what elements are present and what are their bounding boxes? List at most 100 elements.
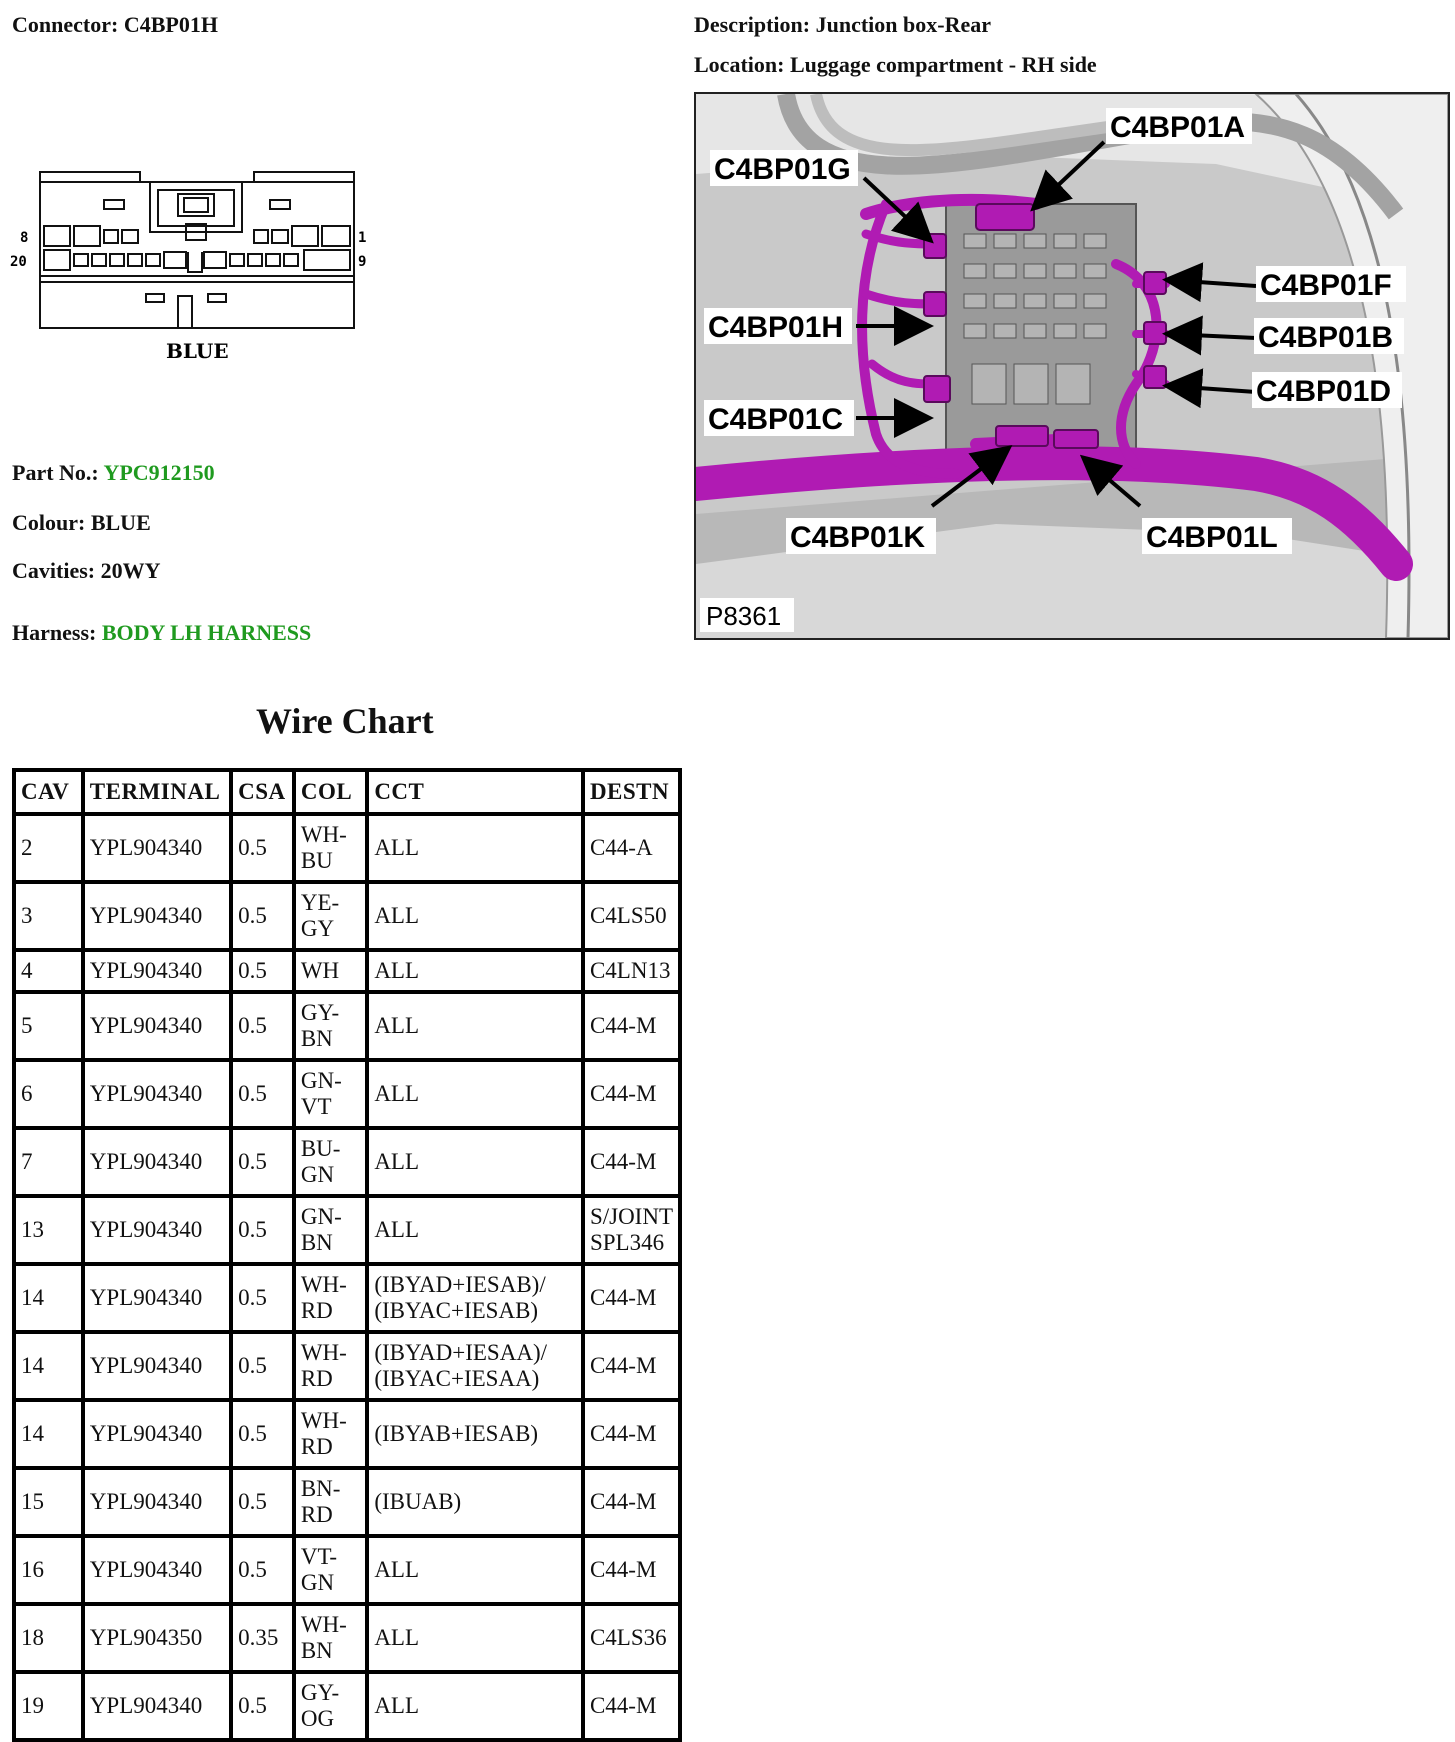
cell-terminal: YPL904340 <box>80 1670 234 1742</box>
harness-label: Harness: <box>12 620 97 645</box>
cavities-line: Cavities: 20WY <box>12 558 160 584</box>
cell-terminal: YPL904340 <box>80 1534 234 1606</box>
description-line: Description: Junction box-Rear <box>694 12 991 38</box>
cell-destn: C44-M <box>580 1670 683 1742</box>
location-value: Luggage compartment - RH side <box>789 52 1097 77</box>
pin-number-20: 20 <box>10 254 27 270</box>
cell-cct: ALL <box>365 1194 585 1266</box>
cavities-label: Cavities: <box>12 558 96 583</box>
location-label: Location: <box>694 52 785 77</box>
cell-cct: ALL <box>365 1602 585 1674</box>
cell-csa: 0.5 <box>229 990 296 1062</box>
cell-terminal: YPL904340 <box>80 1126 234 1198</box>
cell-cav: 4 <box>12 948 85 994</box>
cell-cct: ALL <box>365 1534 585 1606</box>
harness-line: Harness: BODY LH HARNESS <box>12 620 311 646</box>
cell-csa: 0.35 <box>229 1602 296 1674</box>
connector-value: C4BP01H <box>123 12 218 37</box>
cell-csa: 0.5 <box>229 1194 296 1266</box>
cell-csa: 0.5 <box>229 812 296 884</box>
cell-destn: C44-M <box>580 1126 683 1198</box>
cell-cct: ALL <box>365 1126 585 1198</box>
cell-destn: C44-M <box>580 1398 683 1470</box>
cell-terminal: YPL904340 <box>80 1398 234 1470</box>
callout-c4bp01k: C4BP01K <box>790 521 925 554</box>
cell-csa: 0.5 <box>229 1330 296 1402</box>
cell-csa: 0.5 <box>229 1262 296 1334</box>
cell-col: WH <box>291 948 370 994</box>
cell-cct: ALL <box>365 1670 585 1742</box>
cell-col: WH-RD <box>291 1330 370 1402</box>
cell-cct: (IBYAD+IESAB)/(IBYAC+IESAB) <box>365 1262 585 1334</box>
location-line: Location: Luggage compartment - RH side <box>694 52 1097 78</box>
cell-csa: 0.5 <box>229 1670 296 1742</box>
cell-terminal: YPL904340 <box>80 1262 234 1334</box>
callout-c4bp01b: C4BP01B <box>1258 321 1393 354</box>
cell-destn: C4LS50 <box>580 880 683 952</box>
photo-id: P8361 <box>706 601 781 631</box>
cell-cav: 13 <box>12 1194 85 1266</box>
cell-destn: C4LN13 <box>580 948 683 994</box>
cell-col: GY-BN <box>291 990 370 1062</box>
pin-number-8: 8 <box>20 230 28 246</box>
callout-c4bp01c: C4BP01C <box>708 403 843 436</box>
cell-destn: C44-M <box>580 990 683 1062</box>
cell-col: GN-VT <box>291 1058 370 1130</box>
connector-line: Connector: C4BP01H <box>12 12 218 38</box>
callout-c4bp01g: C4BP01G <box>714 153 851 186</box>
cavities-value: 20WY <box>100 558 161 583</box>
cell-cav: 14 <box>12 1262 85 1334</box>
cell-col: GN-BN <box>291 1194 370 1266</box>
cell-col: BN-RD <box>291 1466 370 1538</box>
cell-destn: C44-M <box>580 1534 683 1606</box>
table-header-row: CAV TERMINAL CSA COL CCT DESTN <box>12 768 683 816</box>
cell-col: GY-OG <box>291 1670 370 1742</box>
harness-link[interactable]: BODY LH HARNESS <box>101 620 312 645</box>
colour-label: Colour: <box>12 510 86 535</box>
cell-csa: 0.5 <box>229 1398 296 1470</box>
cell-cav: 6 <box>12 1058 85 1130</box>
header-col: COL <box>291 768 370 816</box>
header-cav: CAV <box>12 768 85 816</box>
cell-cav: 18 <box>12 1602 85 1674</box>
cell-cct: (IBYAD+IESAA)/(IBYAC+IESAA) <box>365 1330 585 1402</box>
cell-destn: C44-M <box>580 1262 683 1334</box>
cell-cav: 14 <box>12 1330 85 1402</box>
cell-destn: C44-M <box>580 1330 683 1402</box>
cell-cav: 2 <box>12 812 85 884</box>
cell-cav: 14 <box>12 1398 85 1470</box>
cell-col: WH-RD <box>291 1398 370 1470</box>
description-label: Description: <box>694 12 811 37</box>
pin-number-1: 1 <box>358 230 366 246</box>
header-terminal: TERMINAL <box>80 768 234 816</box>
header-cct: CCT <box>365 768 585 816</box>
cell-cct: ALL <box>365 948 585 994</box>
cell-cct: (IBYAB+IESAB) <box>365 1398 585 1470</box>
part-no-line: Part No.: YPC912150 <box>12 460 215 486</box>
cell-col: VT-GN <box>291 1534 370 1606</box>
cell-cav: 7 <box>12 1126 85 1198</box>
callout-c4bp01f: C4BP01F <box>1260 269 1392 302</box>
pin-number-9: 9 <box>358 254 366 270</box>
part-no-link[interactable]: YPC912150 <box>103 460 215 485</box>
cell-cct: ALL <box>365 1058 585 1130</box>
cell-cav: 5 <box>12 990 85 1062</box>
cell-terminal: YPL904340 <box>80 812 234 884</box>
part-no-label: Part No.: <box>12 460 99 485</box>
callout-c4bp01d: C4BP01D <box>1256 375 1391 408</box>
